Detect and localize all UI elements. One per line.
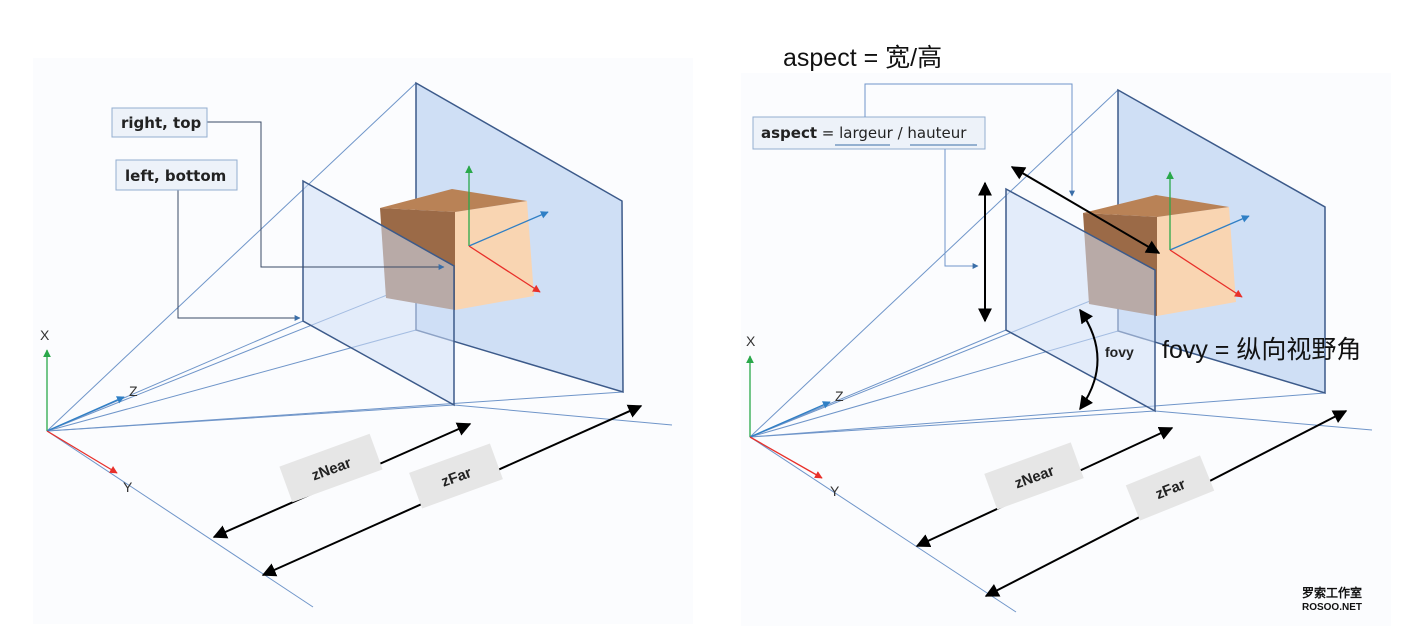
left-callout-leaders: [177, 121, 445, 321]
right-world-axes: X Z Y: [746, 333, 844, 499]
watermark: 罗索工作室 ROSOO.NET: [1302, 585, 1362, 613]
left-cube-axes: [465, 165, 549, 293]
aspect-callout: aspect = largeur / hauteur: [752, 116, 986, 150]
left-axis-x-label: X: [40, 327, 50, 343]
left-world-axes: X Z Y: [40, 327, 138, 495]
aspect-denominator: hauteur: [907, 124, 967, 142]
left-axis-y-label: Y: [123, 479, 133, 495]
left-diagram: X Z Y right, top left, bottom zNear: [33, 58, 693, 624]
aspect-slash: /: [893, 124, 908, 142]
right-axis-z-label: Z: [835, 388, 844, 404]
right-axis-x-label: X: [746, 333, 756, 349]
width-arrow: [1010, 166, 1161, 254]
right-diagram: X Z Y aspect = 宽/高 aspect = largeur / ha…: [741, 44, 1391, 626]
right-zfar-dimension: zFar: [984, 410, 1348, 597]
fovy-label: fovy: [1105, 344, 1134, 360]
left-zfar-dimension: zFar: [261, 404, 643, 577]
left-bottom-label: left, bottom: [125, 167, 226, 185]
right-cube-axes: [1166, 171, 1250, 298]
watermark-line2: ROSOO.NET: [1302, 602, 1362, 613]
aspect-word: aspect: [761, 124, 817, 142]
right-axis-y-label: Y: [830, 483, 840, 499]
aspect-title: aspect = 宽/高: [783, 44, 942, 72]
watermark-line1: 罗索工作室: [1302, 585, 1362, 600]
aspect-numerator: largeur: [839, 124, 894, 142]
right-top-label: right, top: [121, 114, 202, 132]
aspect-equals: =: [817, 124, 839, 142]
aspect-leaders: [864, 83, 1075, 269]
fovy-caption: fovy = 纵向视野角: [1162, 336, 1361, 364]
fovy-arc: [1079, 308, 1099, 411]
left-axis-z-label: Z: [129, 383, 138, 399]
left-bottom-callout: left, bottom: [115, 159, 238, 191]
svg-text:aspect = largeur / hauteur: aspect = largeur / hauteur: [761, 124, 967, 142]
right-top-callout: right, top: [111, 107, 208, 138]
